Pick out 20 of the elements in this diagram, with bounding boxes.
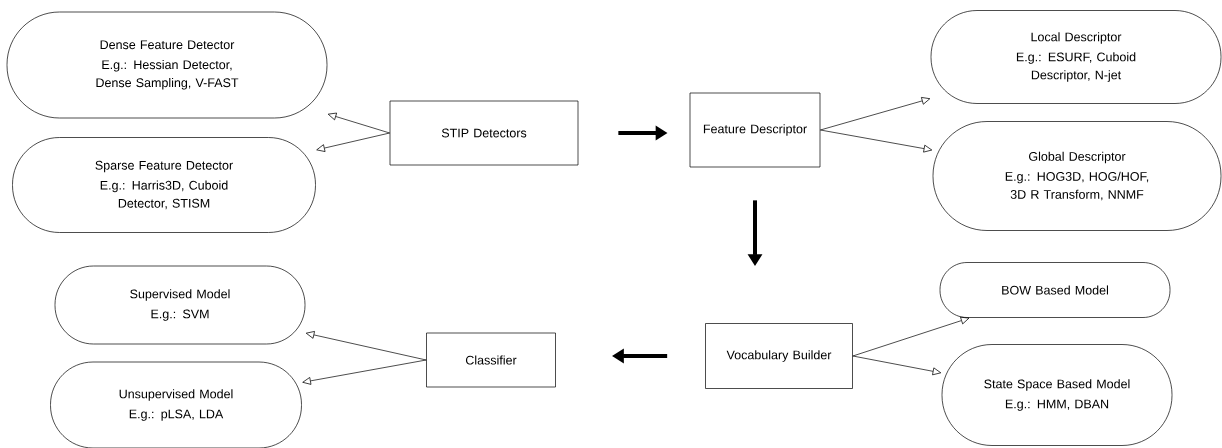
rounded-box: Local Descriptor E.g.: ESURF, Cuboid Descriptor, N-jet xyxy=(930,10,1222,104)
rounded-box: Supervised Model E.g.: SVM xyxy=(54,265,306,345)
process-box: STIP Detectors xyxy=(389,100,579,166)
process-box: Feature Descriptor xyxy=(689,92,821,168)
rounded-box: BOW Based Model xyxy=(939,262,1171,318)
arrow xyxy=(327,112,390,134)
arrow xyxy=(852,316,970,357)
rounded-box: State Space Based Model E.g.: HMM, DBAN xyxy=(941,344,1173,446)
rounded-box: Dense Feature Detector E.g.: Hessian Detector, Dense Sampling, V-FAST xyxy=(6,11,328,119)
arrow xyxy=(302,359,427,385)
rounded-box: Sparse Feature Detector E.g.: Harris3D, Cuboid Detector, STISM xyxy=(12,137,316,233)
arrow xyxy=(820,97,931,131)
process-box: Vocabulary Builder xyxy=(705,323,853,389)
arrow xyxy=(305,331,427,361)
arrow xyxy=(820,129,933,153)
arrow xyxy=(852,355,942,376)
rounded-box: Global Descriptor E.g.: HOG3D, HOG/HOF, 3D R Transform, NNMF xyxy=(932,121,1222,231)
rounded-box: Unsupervised Model E.g.: pLSA, LDA xyxy=(50,361,302,448)
process-box: Classifier xyxy=(426,332,556,388)
arrow xyxy=(316,132,390,152)
